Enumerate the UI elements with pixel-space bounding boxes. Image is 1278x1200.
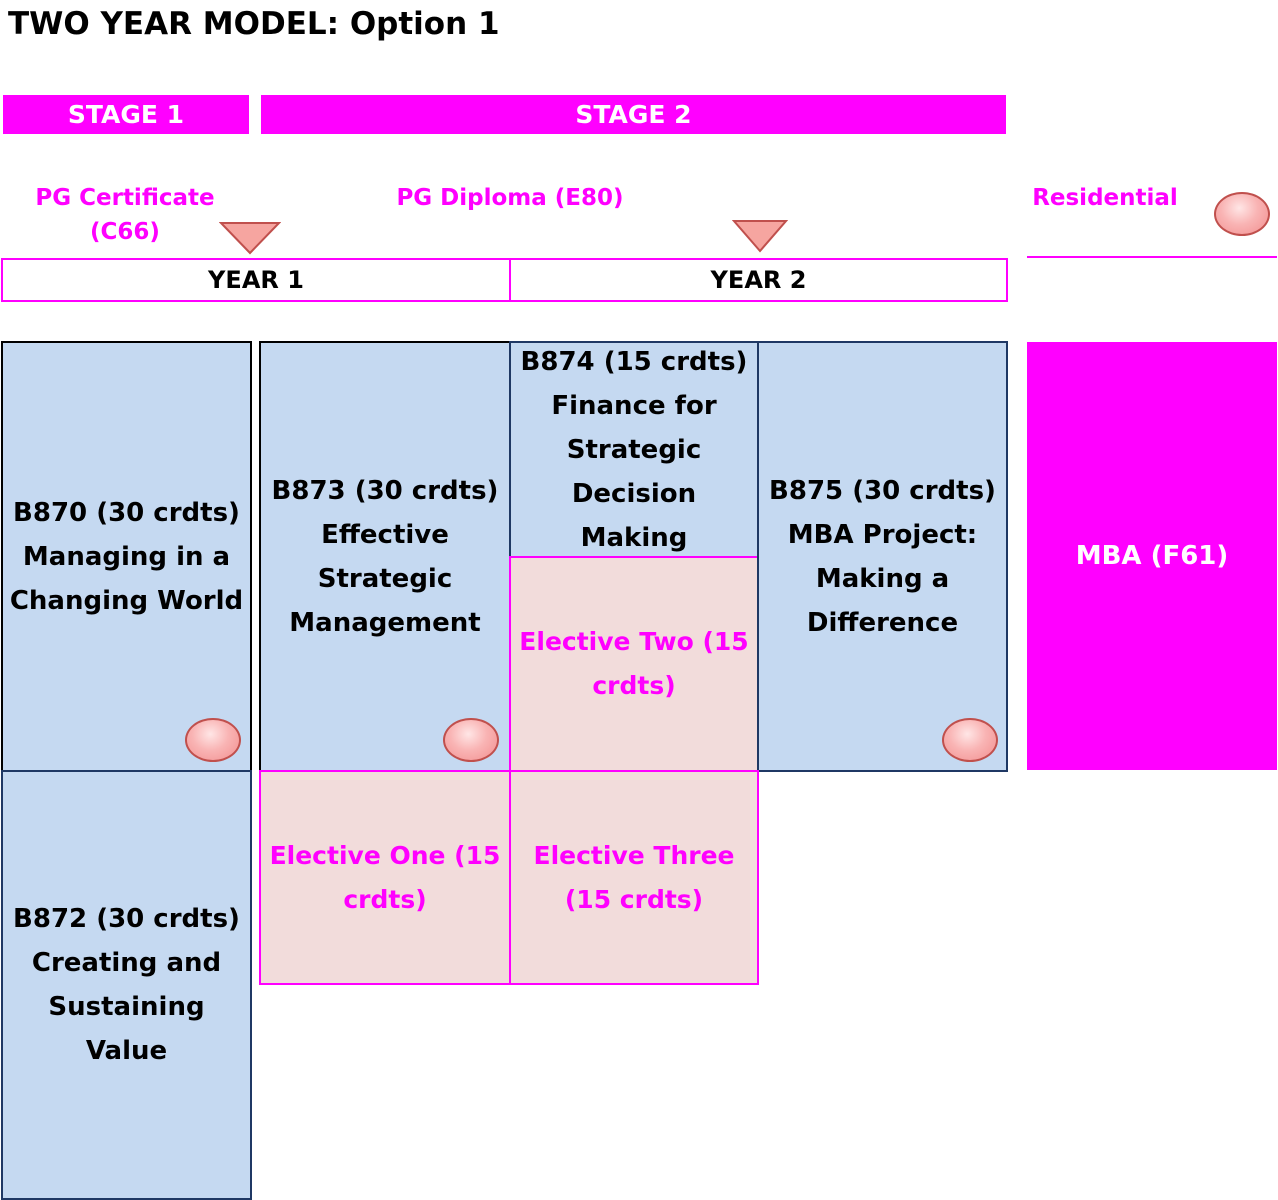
stage-2-banner: STAGE 2 — [261, 95, 1006, 134]
year-1-bar: YEAR 1 — [1, 258, 511, 302]
year-2-bar: YEAR 2 — [509, 258, 1008, 302]
module-elective-two: Elective Two (15 crdts) — [509, 556, 759, 772]
page-title: TWO YEAR MODEL: Option 1 — [8, 6, 500, 42]
pg-diploma-label: PG Diploma (E80) — [396, 185, 624, 211]
residential-legend-marker — [1214, 192, 1270, 236]
module-b875: B875 (30 crdts) MBA Project: Making a Di… — [757, 341, 1008, 772]
module-b870: B870 (30 crdts) Managing in a Changing W… — [1, 341, 252, 772]
module-elective-three: Elective Three (15 crdts) — [509, 770, 759, 985]
pg-certificate-label: PG Certificate (C66) — [35, 185, 215, 245]
b873-residential-marker — [443, 718, 499, 762]
residential-label: Residential — [1032, 185, 1178, 211]
b875-residential-marker — [942, 718, 998, 762]
b870-residential-marker — [185, 718, 241, 762]
module-b873: B873 (30 crdts) Effective Strategic Mana… — [259, 341, 511, 772]
mba-award-box: MBA (F61) — [1027, 342, 1277, 770]
module-elective-one: Elective One (15 crdts) — [259, 770, 511, 985]
module-b872: B872 (30 crdts) Creating and Sustaining … — [1, 770, 252, 1200]
residential-divider-line — [1027, 256, 1277, 258]
stage-1-banner: STAGE 1 — [3, 95, 249, 134]
module-b874: B874 (15 crdts) Finance for Strategic De… — [509, 341, 759, 558]
